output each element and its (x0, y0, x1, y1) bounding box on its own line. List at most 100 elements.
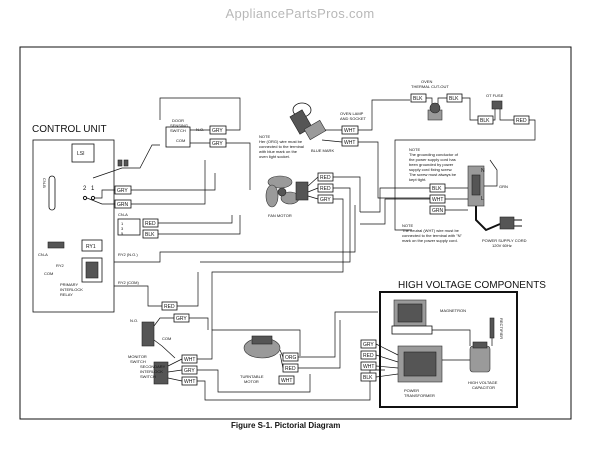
wire-cna-red (158, 215, 233, 224)
tag-wht-tt (278, 375, 295, 385)
oven-lamp (289, 102, 327, 141)
wire-th-1 (426, 97, 433, 104)
tag-red-fuse-text: RED (516, 118, 527, 124)
wire-fan-out3 (211, 198, 344, 330)
tag-wht-lamp2-text: WHT (344, 140, 355, 146)
cu-terminal-2 (82, 195, 88, 201)
tag-gry-mon-text: GRY (176, 316, 187, 322)
wire-tr-3 (375, 365, 399, 369)
fan-blade-2 (265, 184, 279, 208)
cu-terminal-1 (90, 195, 96, 201)
cn-a-pin-3: 3 (121, 226, 124, 231)
watermark: AppliancePartsPros.com (225, 6, 375, 21)
turntable-top (251, 335, 273, 345)
ry1-label: RY1 (86, 244, 96, 250)
note1-line-4: with blue mark on the (259, 149, 298, 154)
tag-red-tr-text: RED (363, 353, 374, 359)
monitor-no-label: N.O. (130, 318, 138, 323)
magnetron-base (391, 325, 433, 335)
capacitor-body (469, 345, 491, 373)
wire-tt-out2 (298, 320, 341, 369)
wire-tt-out1 (298, 311, 378, 358)
capacitor-label-1: HIGH VOLTAGE (468, 380, 498, 385)
primary-relay-label-1: PRIMARY (60, 282, 78, 287)
wire-cord-left2 (360, 198, 430, 225)
capacitor-label-2: CAPACITOR (472, 385, 495, 390)
turntable-label-1: TURNTABLE (240, 374, 264, 379)
power-cord-label-2: 120V 60Hz (492, 243, 512, 248)
door-no-label: N.O. (196, 127, 204, 132)
fan-motor (265, 175, 309, 208)
tag-wht-tr-text: WHT (363, 364, 374, 370)
secondary-label-3: SWITCH (140, 374, 156, 379)
tag-blk-th1-text: BLK (413, 96, 423, 102)
note2-line-7: kept tight. (409, 177, 426, 182)
monitor-com-label: COM (162, 336, 171, 341)
tag-red-ry-text: RED (164, 304, 175, 310)
note1-line-3: connected to the terminal (259, 144, 304, 149)
ry2-no-label: RY2 (N.O.) (118, 252, 138, 257)
cord-n-label: N (481, 168, 485, 174)
transformer-label-1: POWER (404, 388, 419, 393)
com-label-cu: COM (44, 271, 53, 276)
wire-fan-3 (307, 195, 319, 200)
tag-wht-tt-text: WHT (281, 378, 292, 384)
wire-cu-hook (92, 144, 160, 179)
wire-sec-3 (167, 377, 183, 382)
door-sensing-switch (165, 126, 191, 148)
fan-hub (277, 187, 287, 197)
wire-tr-2 (375, 354, 399, 363)
ry2-com-label: RY2 (COM) (118, 280, 139, 285)
power-cord (475, 206, 501, 232)
wire-fuse-out (394, 119, 536, 231)
rectifier-body (489, 317, 495, 339)
power-plug (499, 216, 522, 230)
monitor-label-2: SWITCH (130, 359, 146, 364)
thermal-label-2: THERMAL CUT-OUT (411, 84, 449, 89)
door-sensing-label-3: SWITCH (170, 128, 186, 133)
note3-line-3: connected to the terminal with "N" (402, 233, 463, 238)
cu-pin-1: 1 (91, 186, 95, 192)
tag-red-fan1-text: RED (320, 175, 331, 181)
tag-wht-sec1-text: WHT (184, 357, 195, 363)
wire-tt-2 (279, 353, 284, 369)
note2-line-2: The grounding conductor of (409, 152, 459, 157)
note2-line-4: been grounded by power (409, 162, 454, 167)
primary-relay-label-2: INTERLOCK (60, 287, 83, 292)
tag-blk-th2-text: BLK (449, 96, 459, 102)
cn-a-connector (117, 218, 141, 236)
wire-th-out (462, 97, 478, 121)
tag-gry-fan-text: GRY (320, 197, 331, 203)
tag-blk-cord-text: BLK (432, 186, 442, 192)
wire-fan-1 (307, 176, 319, 187)
wire-mon-1 (153, 317, 174, 327)
thermal-cap (429, 102, 441, 114)
fan-motor-body (295, 181, 309, 201)
oven-lamp-label-1: OVEN LAMP (340, 111, 364, 116)
wire-gry-long (131, 173, 216, 191)
tag-wht-cord-text: WHT (432, 197, 443, 203)
ry2-label: RY2 (56, 263, 64, 268)
wire-cu-gry (95, 189, 122, 199)
tag-gry-ds2-text: GRY (212, 141, 223, 147)
monitor-switch-body (141, 321, 155, 347)
cord-l-label: L (481, 196, 484, 202)
capacitor-top (472, 341, 488, 349)
wire-fuse-2 (499, 109, 514, 121)
magnetron-label: MAGNETRON (440, 308, 466, 313)
wire-tr-4 (375, 373, 399, 378)
diagram-frame (19, 46, 572, 420)
wire-sec-out2 (197, 369, 311, 393)
fan-blade-1 (267, 175, 293, 189)
note3-line-1: NOTE (402, 223, 413, 228)
thermal-cutout (427, 102, 443, 121)
cu-pin-2: 2 (83, 186, 87, 192)
wire-fan-2 (307, 187, 319, 193)
tag-red-tt-text: RED (285, 366, 296, 372)
tag-wht-lamp1-text: WHT (344, 128, 355, 134)
cap-connector-1 (117, 159, 123, 167)
wire-ry2-no (114, 205, 356, 263)
wire-cna-blk (158, 215, 241, 235)
plug-prongs (514, 219, 522, 227)
cn-a-label-right: CN-A (118, 212, 128, 217)
